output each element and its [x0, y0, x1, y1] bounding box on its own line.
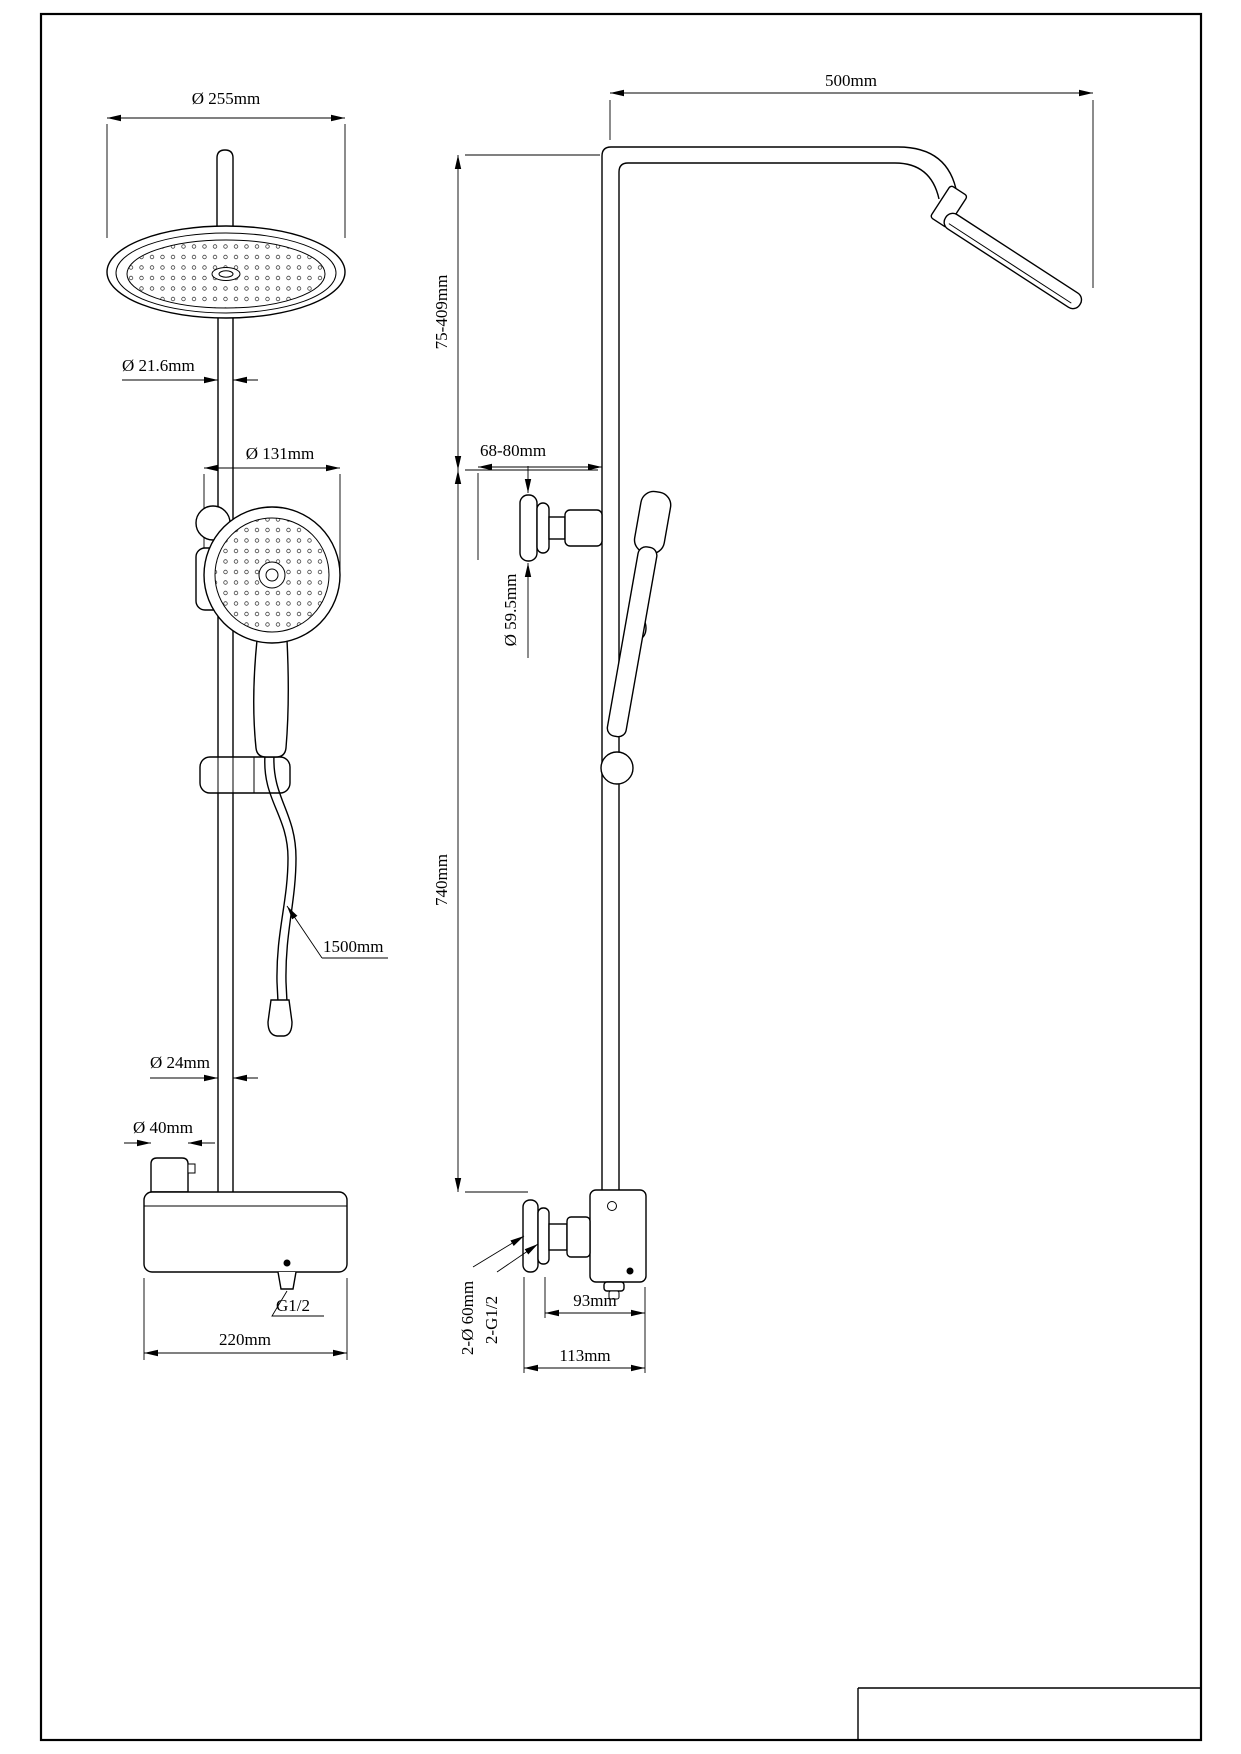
dim-arm-length-label: 500mm: [825, 71, 877, 90]
hand-shower-front: [203, 506, 341, 644]
column-pipe-side: [601, 146, 958, 1192]
dim-upper-pipe-diameter-label: Ø 21.6mm: [122, 356, 195, 375]
slide-rail-clamp-front: [199, 756, 291, 794]
riser-pipe-front: [217, 318, 234, 1192]
dim-lower-pipe-diameter: Ø 24mm: [150, 1053, 258, 1082]
wall-bracket-side: [519, 494, 603, 562]
head-connector-nut: [930, 185, 968, 228]
dim-column-height: 740mm: [432, 470, 528, 1193]
dim-flange-diameter: Ø 59.5mm: [501, 466, 532, 658]
valve-body-front: [143, 1191, 348, 1290]
shower-hose: [264, 754, 297, 1037]
head-stem-front: [216, 149, 234, 232]
valve-handle-side: [603, 1281, 625, 1292]
hose-end-fitting: [267, 999, 293, 1037]
dim-column-height-label: 740mm: [432, 854, 451, 906]
dim-wall-holes: 2-Ø 60mm: [458, 1235, 525, 1355]
overhead-shower-head-front: [106, 225, 346, 319]
dim-wall-clearance: 68-80mm: [477, 441, 602, 560]
dim-lower-pipe-diameter-label: Ø 24mm: [150, 1053, 210, 1072]
dim-valve-width: 220mm: [143, 1278, 348, 1360]
dim-knob-diameter: Ø 40mm: [124, 1118, 215, 1147]
dim-wall-threads-label: 2-G1/2: [482, 1296, 501, 1344]
dim-hose-length: 1500mm: [286, 905, 388, 959]
hand-shower-side: [606, 490, 672, 738]
dim-body-depth-label: 113mm: [559, 1346, 610, 1365]
dim-upper-pipe-diameter: Ø 21.6mm: [122, 356, 258, 384]
dim-body-depth: 113mm: [523, 1277, 646, 1373]
front-view: Ø 255mm Ø 21.6mm Ø 131mm: [106, 89, 388, 1360]
outlet-nipple-front: [277, 1271, 297, 1290]
dim-wall-threads: 2-G1/2: [482, 1243, 539, 1344]
valve-side: [522, 1189, 647, 1300]
title-block: [857, 1687, 1201, 1740]
dim-head-diameter: Ø 255mm: [106, 89, 346, 238]
dim-knob-diameter-label: Ø 40mm: [133, 1118, 193, 1137]
dim-flange-diameter-label: Ø 59.5mm: [501, 574, 520, 647]
dim-outlet-thread-label: G1/2: [276, 1296, 310, 1315]
dim-body-offset: 93mm: [544, 1277, 646, 1318]
overhead-shower-head-side: [943, 212, 1083, 310]
dim-height-adjust-range: 75-409mm: [432, 154, 600, 471]
dim-wall-clearance-label: 68-80mm: [480, 441, 546, 460]
slide-knob-side: [600, 751, 634, 785]
dim-head-diameter-label: Ø 255mm: [192, 89, 260, 108]
dim-body-offset-label: 93mm: [573, 1291, 616, 1310]
dim-wall-holes-label: 2-Ø 60mm: [458, 1281, 477, 1355]
dim-height-adjust-range-label: 75-409mm: [432, 275, 451, 350]
dim-valve-width-label: 220mm: [219, 1330, 271, 1349]
dim-outlet-thread: G1/2: [271, 1290, 324, 1317]
drawing-border: [39, 12, 1203, 1742]
dim-arm-length: 500mm: [609, 71, 1094, 288]
side-view: 500mm 75-409mm 68-80mm: [432, 71, 1094, 1373]
outlet-dot: [283, 1259, 291, 1267]
diverter-knob-front: [150, 1157, 196, 1193]
dim-hand-shower-diameter-label: Ø 131mm: [246, 444, 314, 463]
hand-shower-handle-front: [253, 639, 289, 758]
dim-hose-length-label: 1500mm: [323, 937, 383, 956]
